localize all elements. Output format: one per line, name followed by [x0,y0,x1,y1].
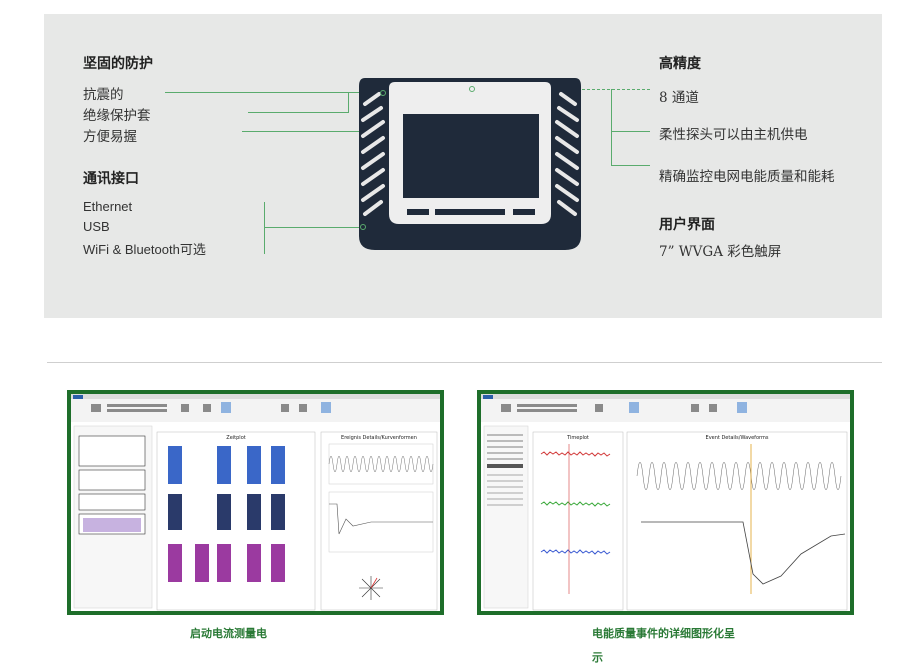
callout-line-probe [611,131,650,132]
rugged-title: 坚固的防护 [83,56,153,72]
caption-inrush-current: 启动电流测量电 [190,627,267,640]
screenshot-inrush-current: Zeitplot Ereignis Details/Kurvenformen [67,390,444,615]
ports-item-3: WiFi & Bluetooth可选 [83,242,206,257]
precision-title: 高精度 [659,56,701,72]
callout-bracket-ports [264,202,265,254]
caption-power-quality-events: 电能质量事件的详细图形化呈 [592,627,735,640]
callout-bracket-precision [611,89,612,165]
panel-title-event-details: Event Details/Waveforms [706,435,769,441]
ui-title: 用户界面 [659,217,715,233]
panel-title-zeitplot: Zeitplot [226,435,245,441]
screenshot-power-quality-events: Timeplot Event Details/Waveforms [477,390,854,615]
ports-item-1: Ethernet [83,199,133,214]
callout-line-grip [242,131,362,132]
callout-line-insulation [248,112,349,113]
panel-title-timeplot: Timeplot [566,435,589,441]
rugged-item-3: 方便易握 [83,129,137,145]
rugged-item-1: 抗震的 [83,87,124,103]
precision-item-1: 8 通道 [659,90,699,106]
panel-title-ereignis: Ereignis Details/Kurvenformen [341,435,417,441]
device-illustration [359,78,581,250]
precision-item-2: 柔性探头可以由主机供电 [659,127,808,143]
caption-power-quality-events-line2: 示 [592,651,603,664]
rugged-item-2: 绝缘保护套 [83,108,151,124]
callout-line-ports [264,227,364,228]
callout-line-vert [348,92,349,113]
precision-item-3: 精确监控电网电能质量和能耗 [659,169,835,185]
callout-line-shock [165,92,383,93]
section-divider [47,362,882,363]
callout-line-monitor [611,165,650,166]
ports-title: 通讯接口 [83,171,139,187]
ports-item-2: USB [83,219,110,234]
ui-item-1: 7” WVGA 彩色触屏 [659,244,782,260]
